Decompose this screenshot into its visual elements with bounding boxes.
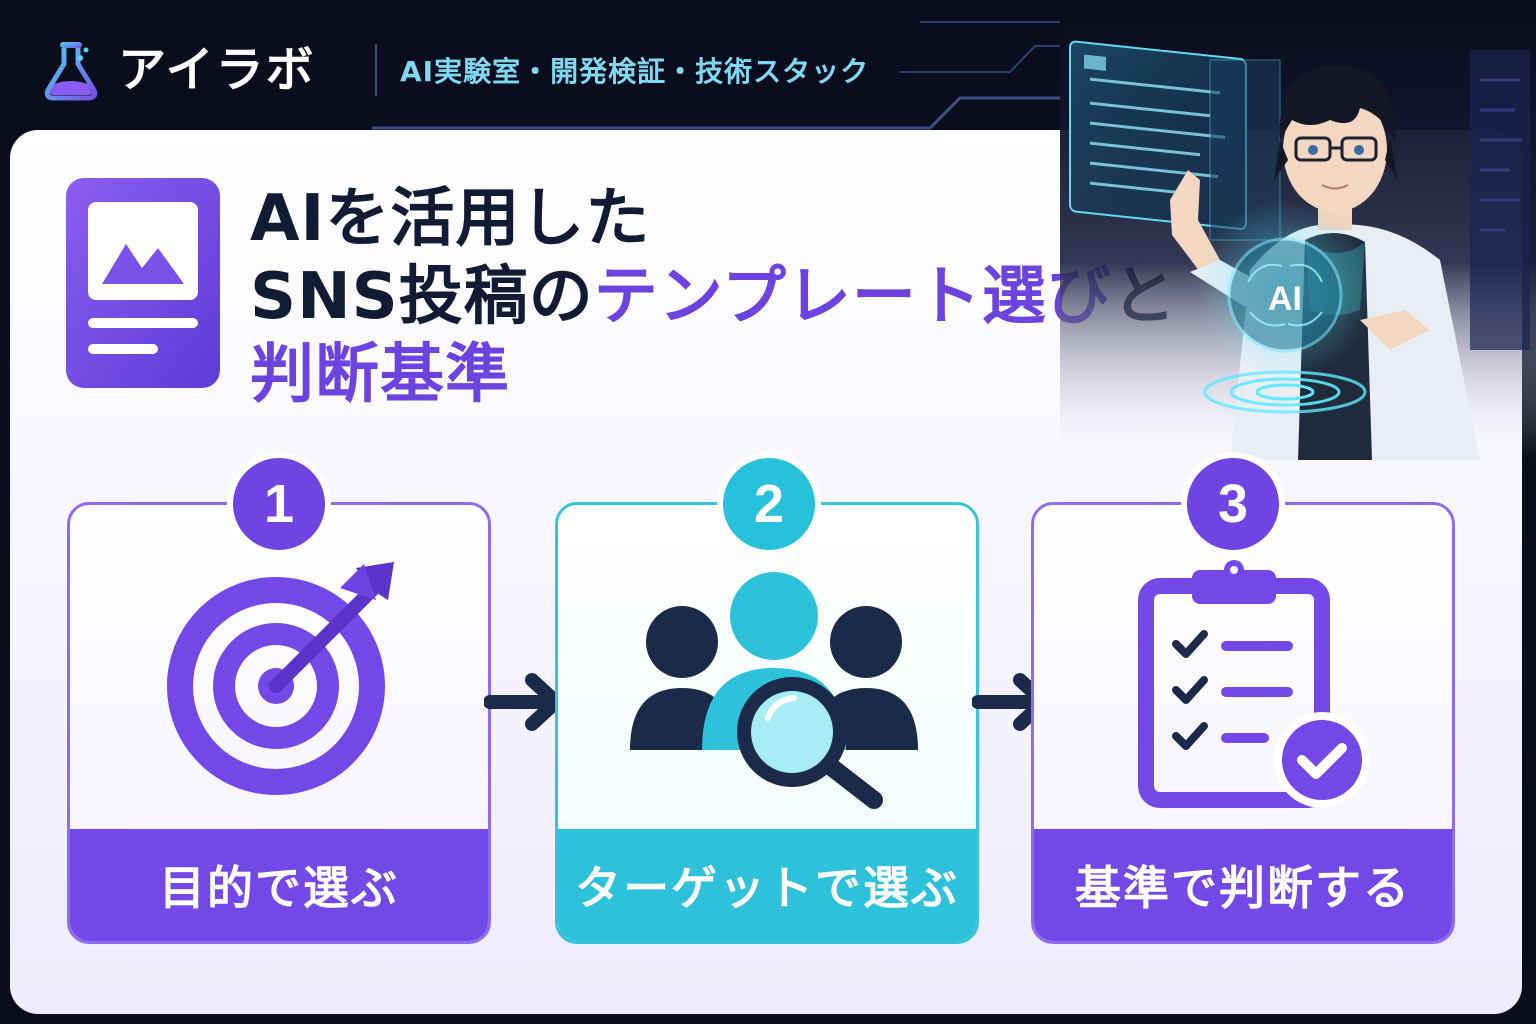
title-line-2: SNS投稿のテンプレート選びと [250, 258, 1177, 336]
title-line-3: 判断基準 [250, 338, 510, 412]
brand-name: アイラボ [118, 42, 316, 98]
step-1-badge: 1 [227, 452, 331, 556]
hologram-label: AI [1268, 280, 1302, 318]
title-line-1: AIを活用した [250, 182, 651, 256]
title-line-2-plain: SNS投稿の [250, 260, 594, 334]
title-line-2-highlight: テンプレート選び [593, 260, 1112, 334]
step-2-badge: 2 [717, 452, 821, 556]
user-search-icon [630, 572, 918, 809]
page-title: AIを活用した SNS投稿のテンプレート選びと 判断基準 [250, 180, 1177, 414]
step-1-footer: 目的で選ぶ [70, 829, 488, 941]
clipboard-check-icon [1138, 560, 1370, 808]
header-divider [375, 44, 377, 96]
brand: アイラボ [40, 38, 316, 102]
target-icon [167, 562, 394, 795]
step-card-1: 目的で選ぶ [67, 502, 491, 944]
step-3-badge: 3 [1181, 452, 1285, 556]
flask-icon [44, 42, 98, 101]
step-2-footer: ターゲットで選ぶ [558, 829, 976, 941]
document-image-icon [66, 178, 220, 388]
scientist-illustration: AI [1060, 20, 1536, 460]
step-3-footer: 基準で判断する [1034, 829, 1452, 941]
step-card-3: 基準で判断する [1031, 502, 1455, 944]
step-3-label: 基準で判断する [1075, 861, 1411, 915]
brand-tagline: AI実験室・開発検証・技術スタック [400, 55, 870, 88]
step-1-label: 目的で選ぶ [159, 861, 399, 915]
step-2-label: ターゲットで選ぶ [575, 861, 959, 915]
